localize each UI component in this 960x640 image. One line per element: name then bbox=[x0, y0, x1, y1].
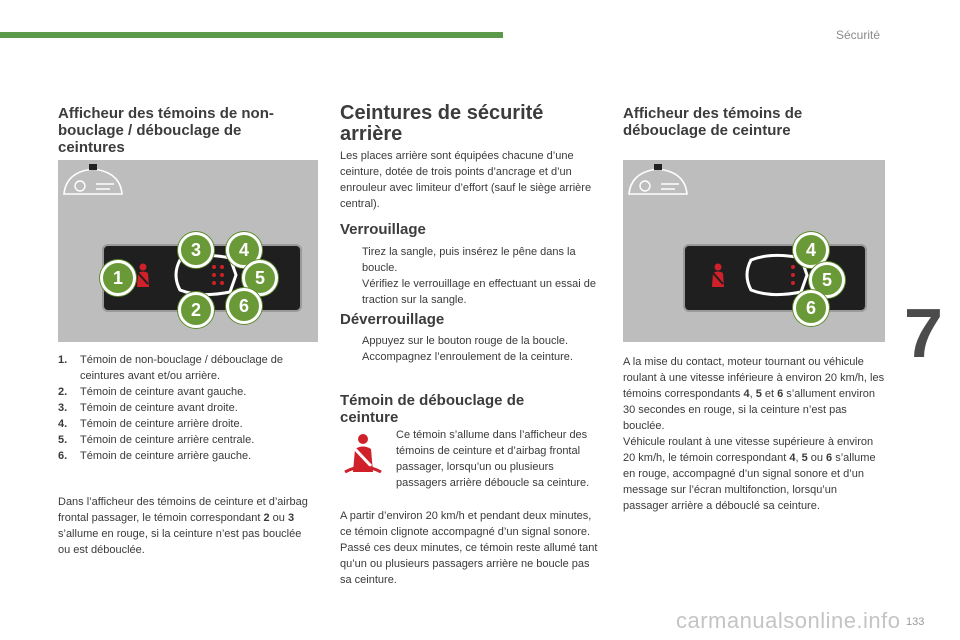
seatbelt-display-figure-right: 4 5 6 bbox=[623, 160, 885, 342]
list-item: Accompagnez l’enroulement de la ceinture… bbox=[362, 351, 573, 363]
col2-title: Ceintures de sécurité arrière bbox=[340, 102, 544, 145]
section-color-bar bbox=[0, 32, 503, 38]
dashboard-icon bbox=[628, 164, 688, 195]
indicator-legend-list: 1.Témoin de non-bouclage / débouclage de… bbox=[58, 352, 316, 464]
list-item: 5.Témoin de ceinture arrière centrale. bbox=[58, 434, 255, 446]
lock-title: Verrouillage bbox=[340, 221, 426, 238]
list-item: 4.Témoin de ceinture arrière droite. bbox=[58, 418, 243, 430]
list-item: 1.Témoin de non-bouclage / débouclage de… bbox=[58, 354, 284, 382]
col1-title: Afficheur des témoins de non- bouclage /… bbox=[58, 105, 274, 156]
list-item: Vérifiez le verrouillage en effectuant u… bbox=[362, 278, 596, 306]
unlock-steps: Appuyez sur le bouton rouge de la boucle… bbox=[340, 333, 602, 365]
watermark: carmanualsonline.info bbox=[676, 608, 901, 633]
seatbelt-warning-icon bbox=[712, 263, 724, 287]
col2-intro: Les places arrière sont équipées chacune… bbox=[340, 150, 592, 210]
list-item: 3.Témoin de ceinture avant droite. bbox=[58, 402, 238, 414]
col1-note: Dans l’afficheur des témoins de ceinture… bbox=[58, 496, 308, 556]
car-top-view-icon bbox=[745, 253, 809, 297]
page-number: 133 bbox=[906, 616, 925, 628]
callout-6: 6 bbox=[226, 288, 262, 324]
warning-title: Témoin de débouclage de ceinture bbox=[340, 392, 525, 426]
list-item: Appuyez sur le bouton rouge de la boucle… bbox=[362, 335, 569, 347]
list-item: 6.Témoin de ceinture arrière gauche. bbox=[58, 450, 252, 462]
unlock-title: Déverrouillage bbox=[340, 311, 445, 328]
callout-1: 1 bbox=[100, 260, 136, 296]
lock-steps: Tirez la sangle, puis insérez le pêne da… bbox=[340, 244, 602, 308]
chapter-number: 7 bbox=[904, 294, 943, 372]
callout-2: 2 bbox=[178, 292, 214, 328]
col3-paragraph-2: Véhicule roulant à une vitesse supérieur… bbox=[623, 436, 876, 512]
seatbelt-warning-icon bbox=[137, 263, 149, 287]
seatbelt-unbuckled-warning-icon bbox=[344, 434, 382, 474]
seatbelt-display-figure-left: 1 2 3 4 5 6 bbox=[58, 160, 318, 342]
col3-paragraph-1: A la mise du contact, moteur tournant ou… bbox=[623, 356, 885, 432]
col3-title: Afficheur des témoins de débouclage de c… bbox=[623, 105, 803, 139]
callout-5: 5 bbox=[242, 260, 278, 296]
warning-text-2: A partir d’environ 20 km/h et pendant de… bbox=[340, 510, 598, 586]
list-item: 2.Témoin de ceinture avant gauche. bbox=[58, 386, 247, 398]
list-item: Tirez la sangle, puis insérez le pêne da… bbox=[362, 246, 576, 274]
callout-6: 6 bbox=[793, 290, 829, 326]
callout-3: 3 bbox=[178, 232, 214, 268]
dashboard-icon bbox=[63, 164, 123, 195]
warning-text: Ce témoin s’allume dans l’afficheur des … bbox=[396, 429, 590, 489]
section-title: Sécurité bbox=[836, 28, 881, 42]
